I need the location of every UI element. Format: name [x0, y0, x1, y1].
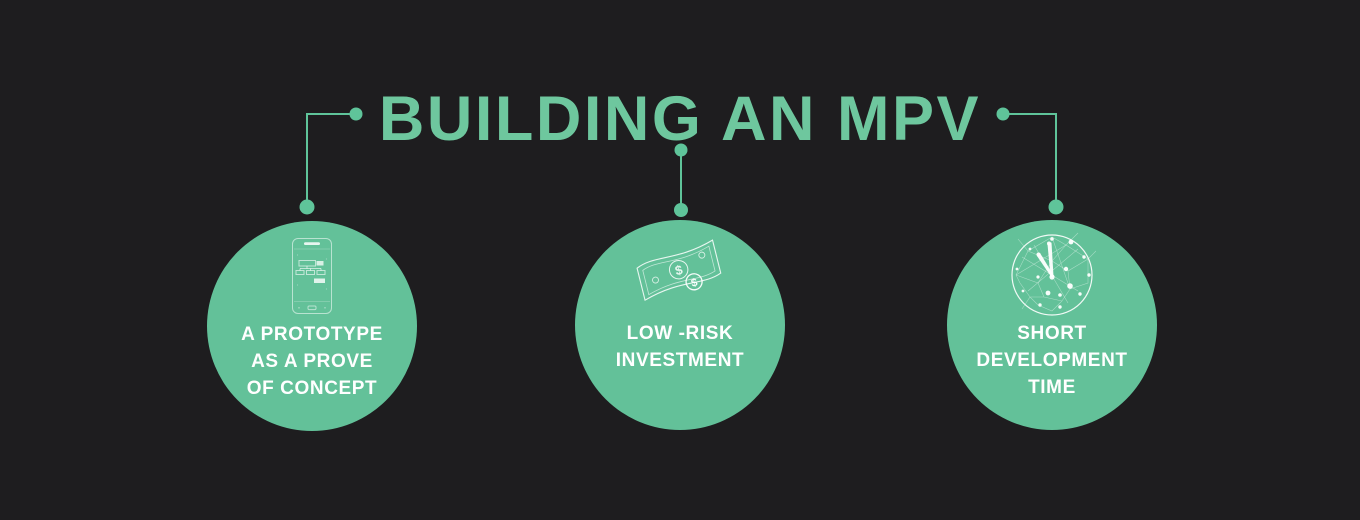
benefit-label: A PROTOTYPE AS A PROVE OF CONCEPT [241, 324, 383, 399]
benefit-circle-prototype: A PROTOTYPE AS A PROVE OF CONCEPT [207, 221, 417, 431]
benefit-label: SHORT DEVELOPMENT TIME [976, 323, 1128, 398]
smartphone-prototype-icon [291, 234, 333, 318]
page-title: BUILDING AN MPV [378, 84, 982, 154]
svg-text:$: $ [673, 262, 684, 278]
benefit-circle-investment: $ $ LOW -RISK INVESTMENT [575, 220, 785, 430]
dollar-banknote-icon: $ $ [633, 233, 727, 317]
network-clock-icon [1008, 232, 1096, 317]
benefit-label: LOW -RISK INVESTMENT [615, 323, 745, 371]
benefit-circle-time: SHORT DEVELOPMENT TIME [947, 220, 1157, 430]
svg-text:$: $ [690, 277, 699, 290]
